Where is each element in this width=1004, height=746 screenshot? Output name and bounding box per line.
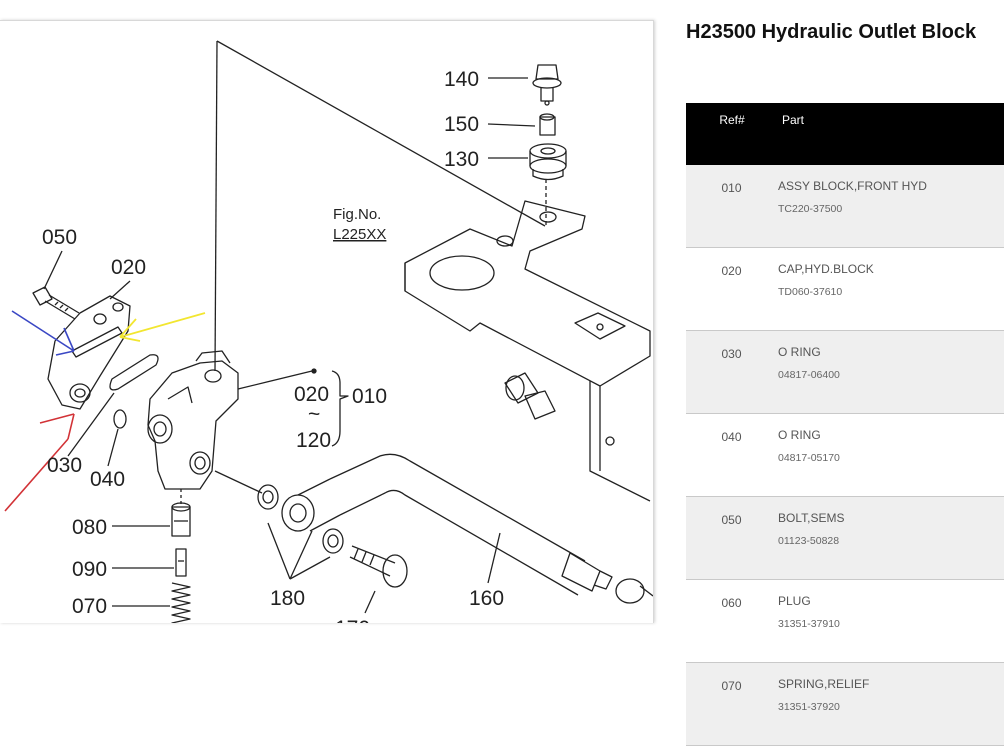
callout-130: 130 — [444, 148, 479, 171]
ref-cell: 010 — [686, 165, 764, 248]
part-number: 31351-37910 — [778, 618, 840, 630]
part-number: 04817-06400 — [778, 369, 840, 381]
part-cell: O RING 04817-06400 — [764, 330, 1004, 414]
header-part: Part — [764, 103, 1004, 165]
header-ref: Ref# — [686, 103, 764, 165]
ref-cell: 050 — [686, 496, 764, 580]
washer-180b — [322, 528, 344, 554]
callout-050: 050 — [42, 226, 77, 249]
spring-070 — [171, 582, 191, 623]
table-row[interactable]: 030 O RING 04817-06400 — [686, 330, 1004, 414]
callout-range-target: 010 — [352, 385, 387, 408]
table-row[interactable]: 040 O RING 04817-05170 — [686, 413, 1004, 497]
callout-020: 020 — [111, 256, 146, 279]
o-ring-030 — [109, 354, 159, 391]
callout-080: 080 — [72, 516, 107, 539]
ref-cell: 030 — [686, 330, 764, 414]
callout-range-to: 120 — [296, 429, 331, 452]
bolt-050 — [32, 286, 80, 320]
part-name: O RING — [778, 428, 821, 442]
part-number: 31351-37920 — [778, 701, 840, 713]
part-cell: ASSY BLOCK,FRONT HYD TC220-37500 — [764, 165, 1004, 248]
fig-code: L225XX — [333, 226, 386, 243]
table-row[interactable]: 050 BOLT,SEMS 01123-50828 — [686, 496, 1004, 580]
part-cell: SPRING,RELIEF 31351-37920 — [764, 662, 1004, 746]
part-number: 04817-05170 — [778, 452, 840, 464]
part-number: 01123-50828 — [778, 535, 840, 547]
parts-table: Ref# Part 010 ASSY BLOCK,FRONT HYD TC220… — [686, 103, 1004, 746]
part-name: CAP,HYD.BLOCK — [778, 262, 874, 276]
table-row[interactable]: 010 ASSY BLOCK,FRONT HYD TC220-37500 — [686, 165, 1004, 248]
part-cell: CAP,HYD.BLOCK TD060-37610 — [764, 247, 1004, 331]
part-name: PLUG — [778, 594, 811, 608]
part-name: SPRING,RELIEF — [778, 677, 870, 691]
page-title: H23500 Hydraulic Outlet Block — [686, 21, 977, 43]
ref-cell: 020 — [686, 247, 764, 331]
bolt-170 — [349, 545, 408, 588]
table-row[interactable]: 060 PLUG 31351-37910 — [686, 579, 1004, 663]
hydraulic-pipe-160 — [329, 453, 653, 604]
callout-040: 040 — [90, 468, 125, 491]
part-cell: PLUG 31351-37910 — [764, 579, 1004, 663]
blue-annotation-arrows — [11, 310, 75, 356]
callout-160: 160 — [469, 587, 504, 610]
mounting-bracket — [404, 200, 651, 502]
spacer-150 — [539, 113, 556, 136]
grommet-130 — [529, 143, 567, 181]
bolt-140 — [532, 64, 562, 106]
part-number: TC220-37500 — [778, 203, 843, 215]
o-ring-040 — [113, 409, 127, 429]
part-cell: BOLT,SEMS 01123-50828 — [764, 496, 1004, 580]
banjo-fitting — [281, 478, 341, 532]
plug-080 — [171, 502, 191, 537]
valve-090 — [175, 548, 187, 577]
block-cap-020 — [47, 295, 131, 410]
callout-150: 150 — [444, 113, 479, 136]
table-row[interactable]: 020 CAP,HYD.BLOCK TD060-37610 — [686, 247, 1004, 331]
callout-090: 090 — [72, 558, 107, 581]
parts-diagram-panel: 140 150 130 Fig.No. L225XX 050 020 030 0… — [0, 20, 654, 623]
table-header-row: Ref# Part — [686, 103, 1004, 165]
part-name: ASSY BLOCK,FRONT HYD — [778, 179, 927, 193]
callout-range-from: 020 — [294, 383, 329, 406]
red-annotation-arrows — [4, 413, 75, 512]
part-cell: O RING 04817-05170 — [764, 413, 1004, 497]
ref-cell: 060 — [686, 579, 764, 663]
callout-030: 030 — [47, 454, 82, 477]
exploded-parts-diagram: 140 150 130 Fig.No. L225XX 050 020 030 0… — [4, 40, 653, 623]
callout-180: 180 — [270, 587, 305, 610]
part-name: O RING — [778, 345, 821, 359]
table-row[interactable]: 070 SPRING,RELIEF 31351-37920 — [686, 662, 1004, 746]
part-name: BOLT,SEMS — [778, 511, 845, 525]
yellow-annotation-arrow — [119, 312, 206, 342]
part-number: TD060-37610 — [778, 286, 843, 298]
elbow-fitting — [504, 372, 556, 420]
ref-cell: 070 — [686, 662, 764, 746]
callout-070: 070 — [72, 595, 107, 618]
fig-label: Fig.No. — [333, 206, 381, 223]
callout-range-tilde: ~ — [308, 403, 320, 426]
callout-140: 140 — [444, 68, 479, 91]
washer-180a — [257, 484, 279, 510]
callout-170: 170 — [335, 617, 370, 623]
ref-cell: 040 — [686, 413, 764, 497]
hydraulic-outlet-block — [147, 350, 239, 490]
